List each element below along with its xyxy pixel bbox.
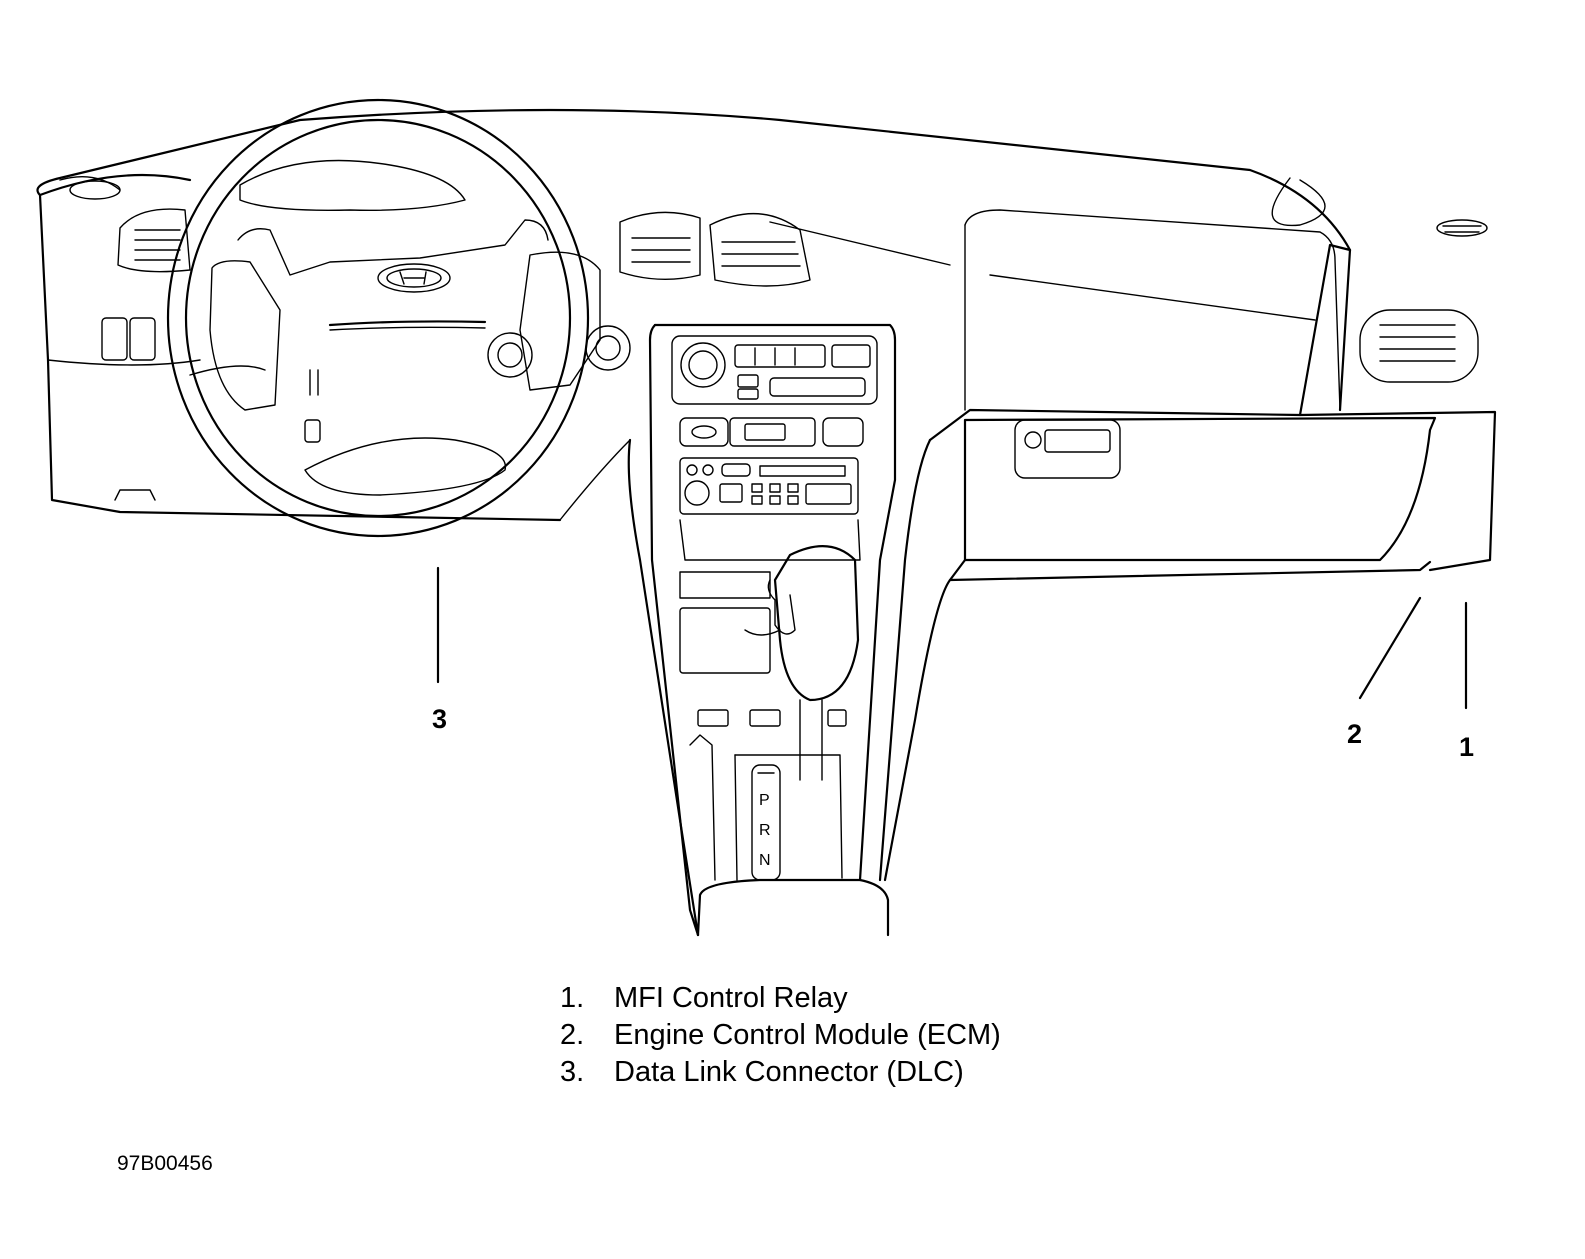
dashboard-body: [36, 108, 1497, 572]
armrest: [696, 878, 890, 937]
glove-box-underside: [883, 558, 1432, 882]
shift-position-r: R: [759, 822, 771, 839]
glove-box: [963, 416, 1437, 562]
left-switch-panel: [101, 317, 156, 361]
legend-item-engine-control-module: 2. Engine Control Module (ECM): [560, 1017, 1001, 1054]
center-console: [559, 323, 932, 937]
legend-label: Data Link Connector (DLC): [614, 1056, 964, 1088]
callout-number-1: 1: [1459, 732, 1475, 762]
legend-number: 3.: [560, 1056, 585, 1088]
dashboard-line-drawing: P R N: [36, 98, 1497, 937]
shift-position-p: P: [759, 792, 770, 809]
right-air-vent: [1359, 219, 1488, 383]
center-air-vents: [619, 211, 811, 287]
steering-wheel: [166, 98, 601, 538]
radio-unit: [679, 457, 859, 515]
legend-label: MFI Control Relay: [614, 982, 848, 1014]
shift-indicator: P R N: [759, 792, 771, 869]
upper-dash-panel: [769, 209, 1341, 411]
legend-item-data-link-connector: 3. Data Link Connector (DLC): [560, 1054, 1001, 1091]
legend-number: 2.: [560, 1019, 585, 1051]
callout-number-3: 3: [432, 704, 448, 734]
left-air-vent: [117, 208, 191, 273]
legend-item-mfi-control-relay: 1. MFI Control Relay: [560, 980, 1001, 1017]
legend-number: 1.: [560, 982, 585, 1014]
legend-label: Engine Control Module (ECM): [614, 1019, 1001, 1051]
gear-shifter: [689, 545, 860, 881]
leader-line-2: [1358, 596, 1422, 700]
figure-id: 97B00456: [117, 1152, 213, 1175]
gauge-knobs: [487, 325, 631, 378]
callout-number-2: 2: [1347, 719, 1363, 749]
climate-controls: [671, 335, 878, 447]
storage-pocket: [679, 519, 861, 674]
shift-position-n: N: [759, 852, 771, 869]
component-legend: 1. MFI Control Relay 2. Engine Control M…: [560, 980, 1001, 1091]
